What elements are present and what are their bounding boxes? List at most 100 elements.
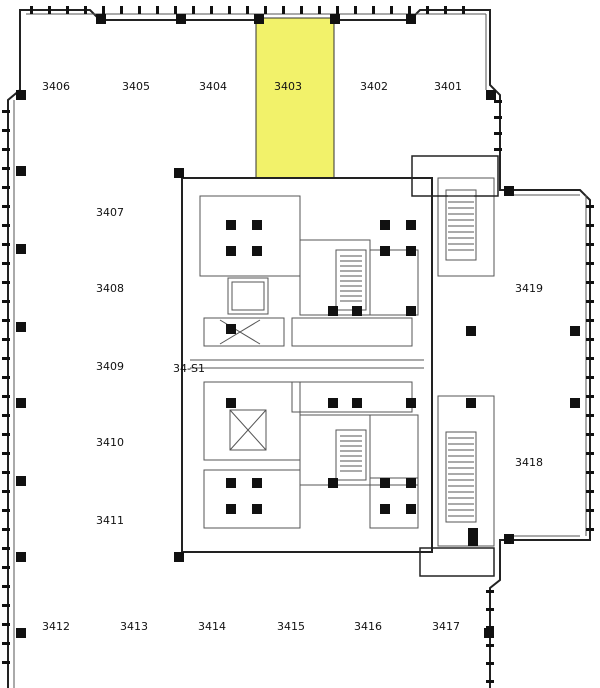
window-mullion [586,433,594,436]
window-mullion [210,6,213,14]
left-windows [2,6,594,683]
window-mullion [462,6,465,14]
room-3406[interactable]: 3406 [42,80,70,93]
window-mullion [192,6,195,14]
room-3418[interactable]: 3418 [515,456,543,469]
column [16,398,26,408]
room-3411[interactable]: 3411 [96,514,124,527]
column [252,220,262,230]
column [330,14,340,24]
room-3412[interactable]: 3412 [42,620,70,633]
window-mullion [2,262,10,265]
window-mullion [586,452,594,455]
room-3413[interactable]: 3413 [120,620,148,633]
column [252,246,262,256]
room-34-S1[interactable]: 34-S1 [173,362,205,375]
window-mullion [586,528,594,531]
window-mullion [156,6,159,14]
room-3414[interactable]: 3414 [198,620,226,633]
columns [16,14,580,638]
column [174,552,184,562]
window-mullion [2,319,10,322]
window-mullion [2,167,10,170]
room-labels: 3406 3405 3404 3403 3402 3401 3407 3408 … [42,80,543,633]
window-mullion [2,433,10,436]
column [406,478,416,488]
window-mullion [300,6,303,14]
window-mullion [2,110,10,113]
window-mullion [2,186,10,189]
window-mullion [2,224,10,227]
column [328,478,338,488]
room-3407[interactable]: 3407 [96,206,124,219]
column [484,628,494,638]
column [466,326,476,336]
column [406,306,416,316]
column [468,536,478,546]
room-3403[interactable]: 3403 [274,80,302,93]
column [174,168,184,178]
column [570,398,580,408]
column [406,504,416,514]
window-mullion [2,471,10,474]
room-3404[interactable]: 3404 [199,80,227,93]
window-mullion [138,6,141,14]
column [328,306,338,316]
column [254,14,264,24]
window-mullion [354,6,357,14]
column [16,166,26,176]
window-mullion [2,604,10,607]
window-mullion [120,6,123,14]
column [406,246,416,256]
column [252,504,262,514]
window-mullion [66,6,69,14]
room-3416[interactable]: 3416 [354,620,382,633]
window-mullion [586,490,594,493]
room-3405[interactable]: 3405 [122,80,150,93]
room-3401[interactable]: 3401 [434,80,462,93]
window-mullion [486,644,494,647]
column [380,220,390,230]
window-mullion [2,528,10,531]
window-mullion [586,376,594,379]
window-mullion [494,100,502,103]
column [406,14,416,24]
column [226,398,236,408]
room-3415[interactable]: 3415 [277,620,305,633]
window-mullion [318,6,321,14]
room-3402[interactable]: 3402 [360,80,388,93]
window-mullion [390,6,393,14]
window-mullion [2,566,10,569]
window-mullion [84,6,87,14]
window-mullion [2,585,10,588]
column [16,476,26,486]
window-mullion [336,6,339,14]
window-mullion [246,6,249,14]
core-stairs [340,255,362,472]
room-3417[interactable]: 3417 [432,620,460,633]
window-mullion [174,6,177,14]
column [96,14,106,24]
window-mullion [2,376,10,379]
room-3408[interactable]: 3408 [96,282,124,295]
room-3409[interactable]: 3409 [96,360,124,373]
room-3410[interactable]: 3410 [96,436,124,449]
window-mullion [494,148,502,151]
window-mullion [586,319,594,322]
window-mullion [486,662,494,665]
window-mullion [228,6,231,14]
window-mullion [372,6,375,14]
column [226,504,236,514]
window-mullion [48,6,51,14]
window-mullion [408,6,411,14]
window-mullion [486,680,494,683]
room-3419[interactable]: 3419 [515,282,543,295]
core [181,177,433,553]
window-mullion [2,357,10,360]
window-mullion [586,224,594,227]
column [380,504,390,514]
room-3403-highlight[interactable] [255,17,335,179]
window-mullion [2,281,10,284]
column [16,244,26,254]
window-mullion [586,338,594,341]
